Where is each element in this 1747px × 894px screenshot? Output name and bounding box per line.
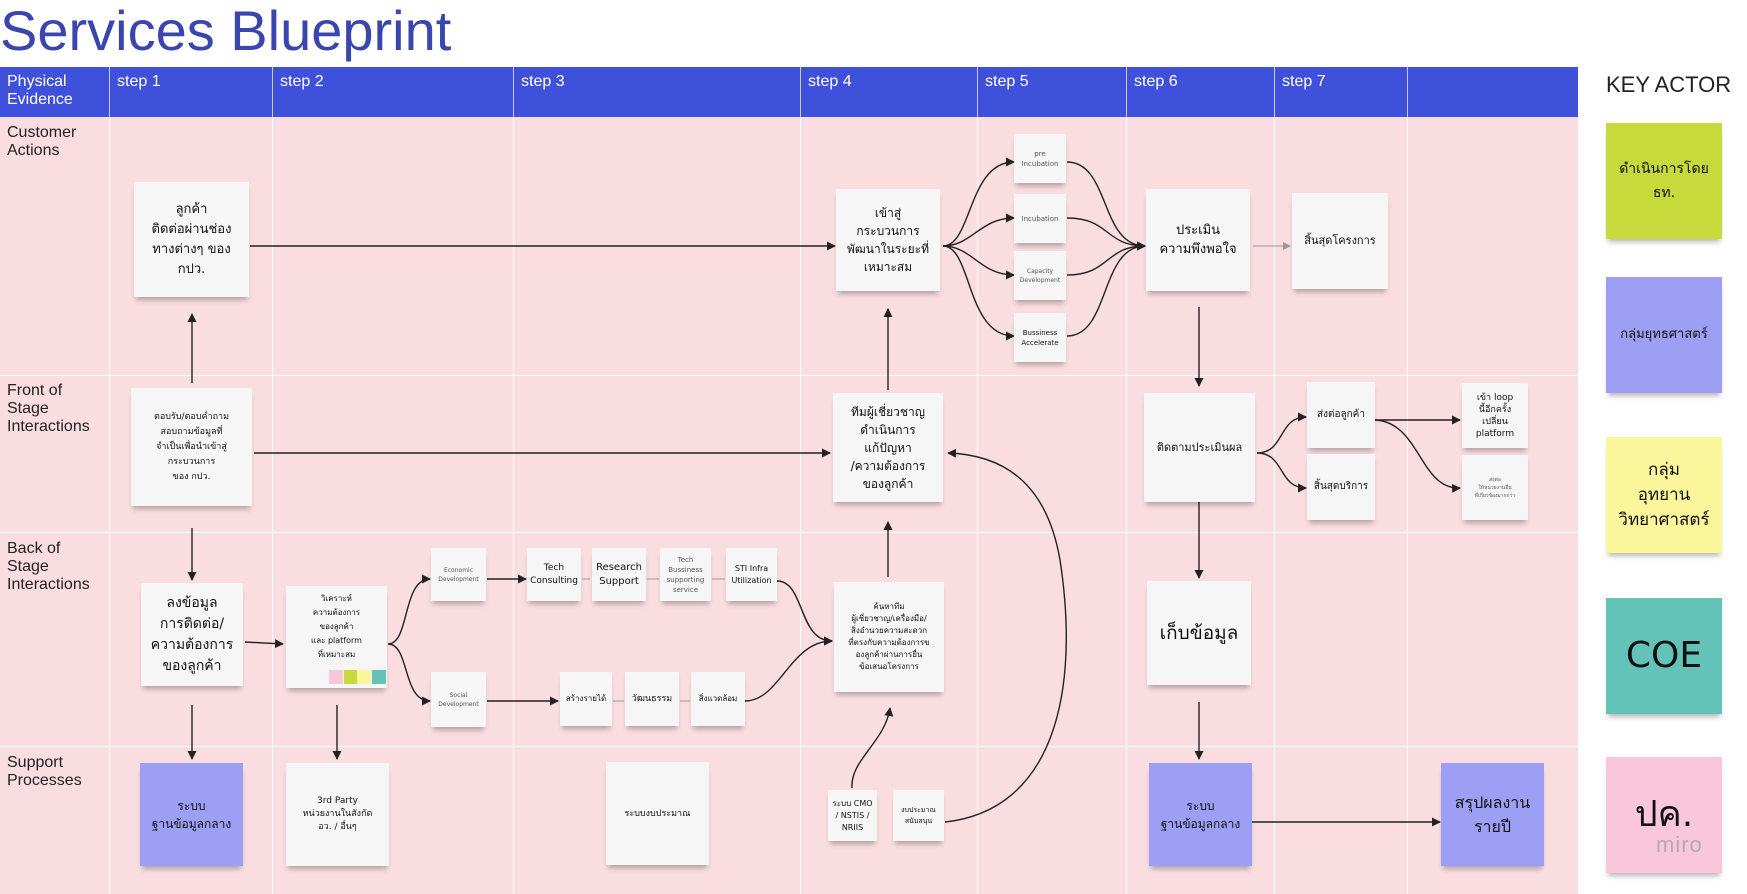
note-support-budget[interactable]: งบประมาณ สนับสนุน [893, 790, 944, 841]
key-actor-5: ปค. [1606, 757, 1722, 873]
note-social-development[interactable]: Social Development [431, 672, 486, 727]
analyze-needs-text: วิเคราะห์ ความต้องการ ของลูกค้า และ plat… [311, 594, 362, 659]
lane-label-customer-actions: Customer Actions [7, 124, 77, 159]
header-step-1: step 1 [109, 67, 272, 117]
header-step-3: step 3 [513, 67, 800, 117]
note-answer-questions[interactable]: ตอบรับ/ตอบคำถาม สอบถามข้อมูลที่ จำเป็นเพ… [131, 388, 252, 506]
note-cmo-system[interactable]: ระบบ CMO / NSTIS / NRIIS [828, 790, 877, 841]
lane-divider [0, 746, 1578, 747]
column-divider [1274, 117, 1275, 894]
note-enter-process[interactable]: เข้าสู่ กระบวนการ พัฒนาในระยะที่ เหมาะสม [836, 189, 940, 291]
lane-label-support: Support Processes [7, 754, 82, 789]
note-project-end[interactable]: สิ้นสุดโครงการ [1292, 193, 1388, 289]
note-research-support[interactable]: Research Support [592, 548, 646, 601]
note-capacity-development[interactable]: Capacity Development [1014, 251, 1066, 300]
miro-watermark: miro [1656, 832, 1703, 857]
note-store-data[interactable]: เก็บข้อมูล [1147, 581, 1251, 685]
key-actor-4: COE [1606, 598, 1722, 714]
note-environment[interactable]: สิ่งแวดล้อม [691, 672, 745, 726]
key-actor-1: ดำเนินการโดย ธท. [1606, 123, 1722, 239]
page-title: Services Blueprint [0, 0, 452, 62]
note-contact-channels[interactable]: ลูกค้า ติดต่อผ่านช่อง ทางต่างๆ ของ กปว. [134, 182, 249, 297]
color-swatch-teal [372, 670, 386, 684]
lane-label-back-stage: Back of Stage Interactions [7, 540, 90, 593]
note-income[interactable]: สร้างรายได้ [560, 672, 612, 726]
key-actor-3: กลุ่ม อุทยาน วิทยาศาสตร์ [1606, 437, 1722, 553]
note-tech-business-service[interactable]: Tech Bussiness supporting service [660, 548, 711, 601]
key-actor-2: กลุ่มยุทธศาสตร์ [1606, 277, 1722, 393]
note-loop-platform[interactable]: เข้า loop นี้อีกครั้ง เปลี่ยน platform [1462, 383, 1528, 448]
note-follow-up[interactable]: ติดตามประเมินผล [1144, 393, 1255, 502]
note-evaluate-satisfaction[interactable]: ประเมิน ความพึงพอใจ [1146, 189, 1250, 291]
note-budget-system[interactable]: ระบบงบประมาณ [606, 762, 709, 865]
header-step-6: step 6 [1126, 67, 1274, 117]
header-step-4: step 4 [800, 67, 977, 117]
column-divider [513, 117, 514, 894]
note-third-party[interactable]: 3rd Party หน่วยงานในสังกัด อว. / อื่นๆ [286, 763, 389, 866]
lane-divider [0, 375, 1578, 376]
note-find-experts[interactable]: ค้นหาทีม ผู้เชี่ยวชาญ/เครื่องมือ/ สิ่งอำ… [834, 582, 944, 692]
color-swatch-yellow [357, 670, 371, 684]
note-central-database-2[interactable]: ระบบ ฐานข้อมูลกลาง [1149, 763, 1252, 866]
column-divider [800, 117, 801, 894]
header-bar: Physical Evidence step 1 step 2 step 3 s… [0, 67, 1578, 117]
note-send-to-customer[interactable]: ส่งต่อลูกค้า [1307, 382, 1375, 448]
note-incubation[interactable]: Incubation [1014, 194, 1066, 243]
note-economic-development[interactable]: Economic Development [431, 548, 486, 601]
column-divider [1126, 117, 1127, 894]
note-sti-infra[interactable]: STI Infra Utilization [726, 548, 777, 601]
header-step-5: step 5 [977, 67, 1126, 117]
key-actor-title: KEY ACTOR [1606, 72, 1732, 97]
note-central-database-1[interactable]: ระบบ ฐานข้อมูลกลาง [140, 763, 243, 866]
header-step-2: step 2 [272, 67, 513, 117]
header-step-7: step 7 [1274, 67, 1407, 117]
column-divider [1407, 117, 1408, 894]
note-record-data[interactable]: ลงข้อมูล การติดต่อ/ ความต้องการ ของลูกค้… [141, 583, 243, 686]
column-divider [272, 117, 273, 894]
lane-divider [0, 532, 1578, 533]
column-divider [109, 117, 110, 894]
header-step-8 [1407, 67, 1578, 117]
note-tech-consulting[interactable]: Tech Consulting [527, 548, 581, 601]
note-pre-incubation[interactable]: pre Incubation [1014, 134, 1066, 183]
note-send-other-agency[interactable]: ส่งต่อ ให้หน่วยงานอื่น ที่เกี่ยวข้องมากก… [1462, 455, 1528, 520]
note-annual-summary[interactable]: สรุปผลงาน รายปี [1441, 763, 1544, 866]
note-business-accelerate[interactable]: Bussiness Accelerate [1014, 313, 1066, 362]
note-service-end[interactable]: สิ้นสุดบริการ [1307, 454, 1375, 520]
column-divider [977, 117, 978, 894]
note-expert-team[interactable]: ทีมผู้เชี่ยวชาญ ดำเนินการ แก้ปัญหา /ความ… [833, 393, 943, 502]
color-swatch-green [344, 670, 358, 684]
note-culture[interactable]: วัฒนธรรม [625, 672, 679, 726]
lane-label-front-stage: Front of Stage Interactions [7, 382, 90, 435]
header-physical-evidence: Physical Evidence [7, 73, 73, 108]
color-swatch-pink [329, 670, 343, 684]
